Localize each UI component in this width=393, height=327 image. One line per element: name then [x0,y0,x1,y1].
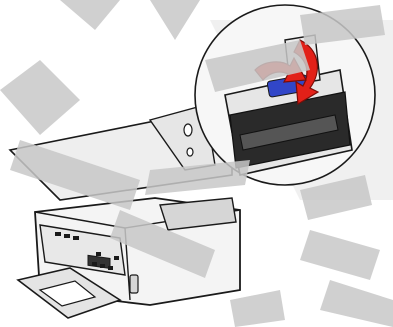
watermark-stroke [0,60,80,135]
panel-button [96,252,101,256]
watermark-stroke [60,0,120,30]
card-slot [130,275,138,293]
watermark-stroke [150,0,200,40]
panel-button [92,262,97,266]
watermark-stroke [300,230,380,280]
panel-button [55,232,61,236]
support-hole [184,124,192,136]
support-hole [187,148,193,156]
panel-button [73,236,79,240]
watermark-stroke [320,280,393,327]
panel-button [114,256,119,260]
watermark-stroke [230,290,285,327]
panel-button [100,264,105,268]
panel-button [108,266,113,270]
panel-button [64,234,70,238]
